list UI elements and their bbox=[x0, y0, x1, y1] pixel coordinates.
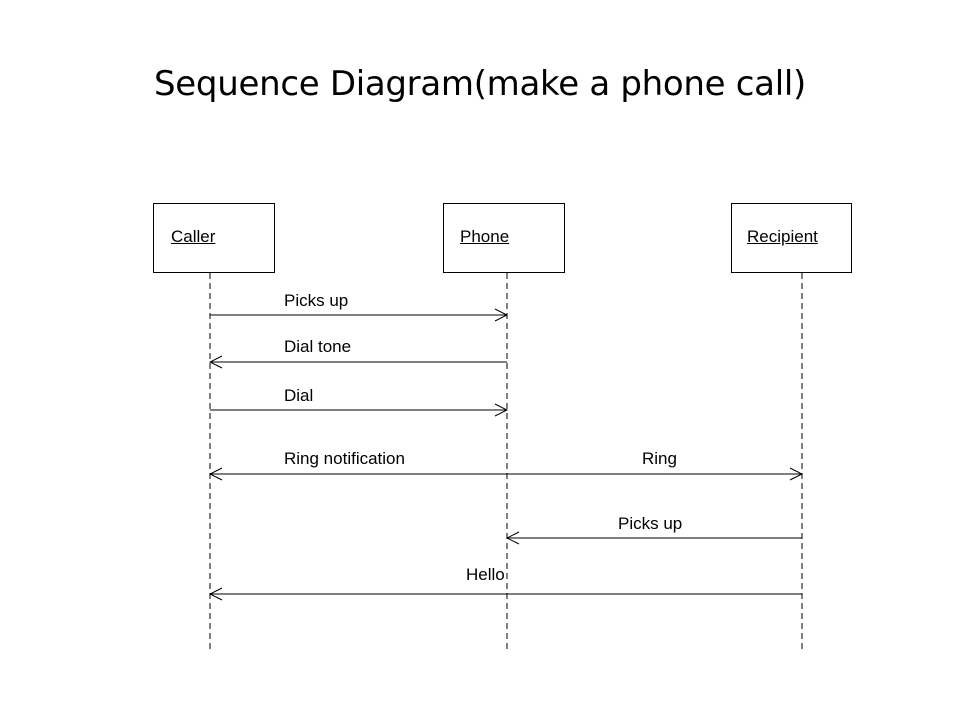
message-hello-label: Hello bbox=[466, 565, 505, 584]
actor-caller-label: Caller bbox=[171, 227, 216, 246]
actor-phone-box: Phone bbox=[443, 203, 565, 273]
message-recipient-picks-up-label: Picks up bbox=[618, 514, 682, 533]
actor-recipient-label: Recipient bbox=[747, 227, 818, 246]
page-title: Sequence Diagram(make a phone call) bbox=[154, 64, 806, 104]
message-picks-up-label: Picks up bbox=[284, 291, 348, 310]
message-dial-tone-label: Dial tone bbox=[284, 337, 351, 356]
message-ring-label: Ring bbox=[642, 449, 677, 468]
message-dial-label: Dial bbox=[284, 386, 313, 405]
actor-phone-label: Phone bbox=[460, 227, 510, 246]
message-ring-notification-label: Ring notification bbox=[284, 449, 405, 468]
actor-caller-box: Caller bbox=[153, 203, 275, 273]
actor-recipient-box: Recipient bbox=[731, 203, 852, 273]
